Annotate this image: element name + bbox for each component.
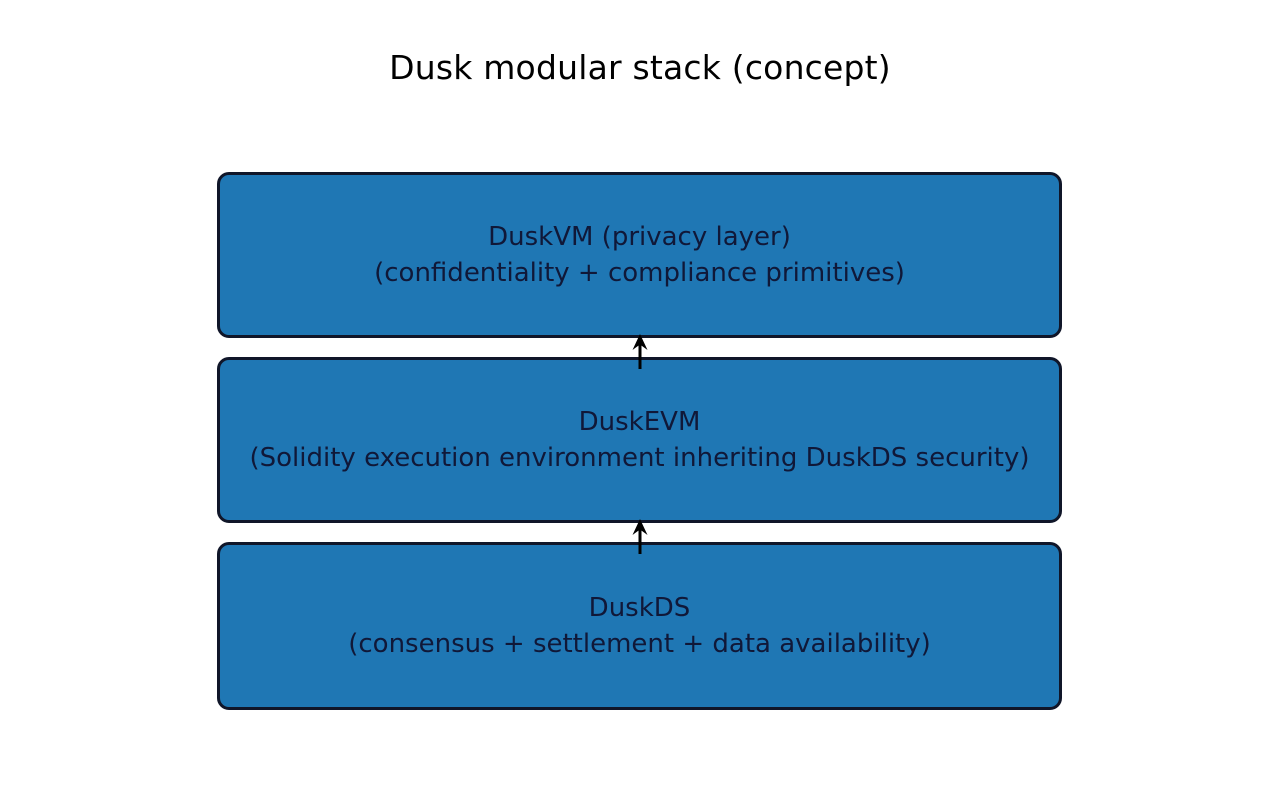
layer-label-duskds: DuskDS (consensus + settlement + data av…: [348, 590, 931, 662]
connector-arrow-duskevm-to-duskvm: [625, 516, 655, 554]
layer-label-duskevm: DuskEVM (Solidity execution environment …: [0, 404, 1280, 476]
arrow-up-icon: [632, 334, 648, 369]
layer-title-duskevm: DuskEVM: [578, 407, 701, 437]
connector-arrow-duskds-to-duskevm: [625, 331, 655, 369]
layer-subtitle-duskvm: (confidentiality + compliance primitives…: [374, 258, 905, 288]
layer-box-duskds[interactable]: DuskDS (consensus + settlement + data av…: [217, 542, 1062, 710]
layer-box-duskvm[interactable]: DuskVM (privacy layer) (confidentiality …: [217, 172, 1062, 338]
layer-box-duskevm[interactable]: DuskEVM (Solidity execution environment …: [217, 357, 1062, 523]
layer-title-duskvm: DuskVM (privacy layer): [488, 222, 791, 252]
layer-subtitle-duskds: (consensus + settlement + data availabil…: [348, 629, 931, 659]
diagram-title: Dusk modular stack (concept): [389, 48, 891, 87]
arrow-up-icon: [632, 519, 648, 554]
layer-subtitle-duskevm: (Solidity execution environment inheriti…: [249, 443, 1030, 473]
layer-title-duskds: DuskDS: [588, 593, 691, 623]
layer-label-duskvm: DuskVM (privacy layer) (confidentiality …: [374, 219, 905, 291]
